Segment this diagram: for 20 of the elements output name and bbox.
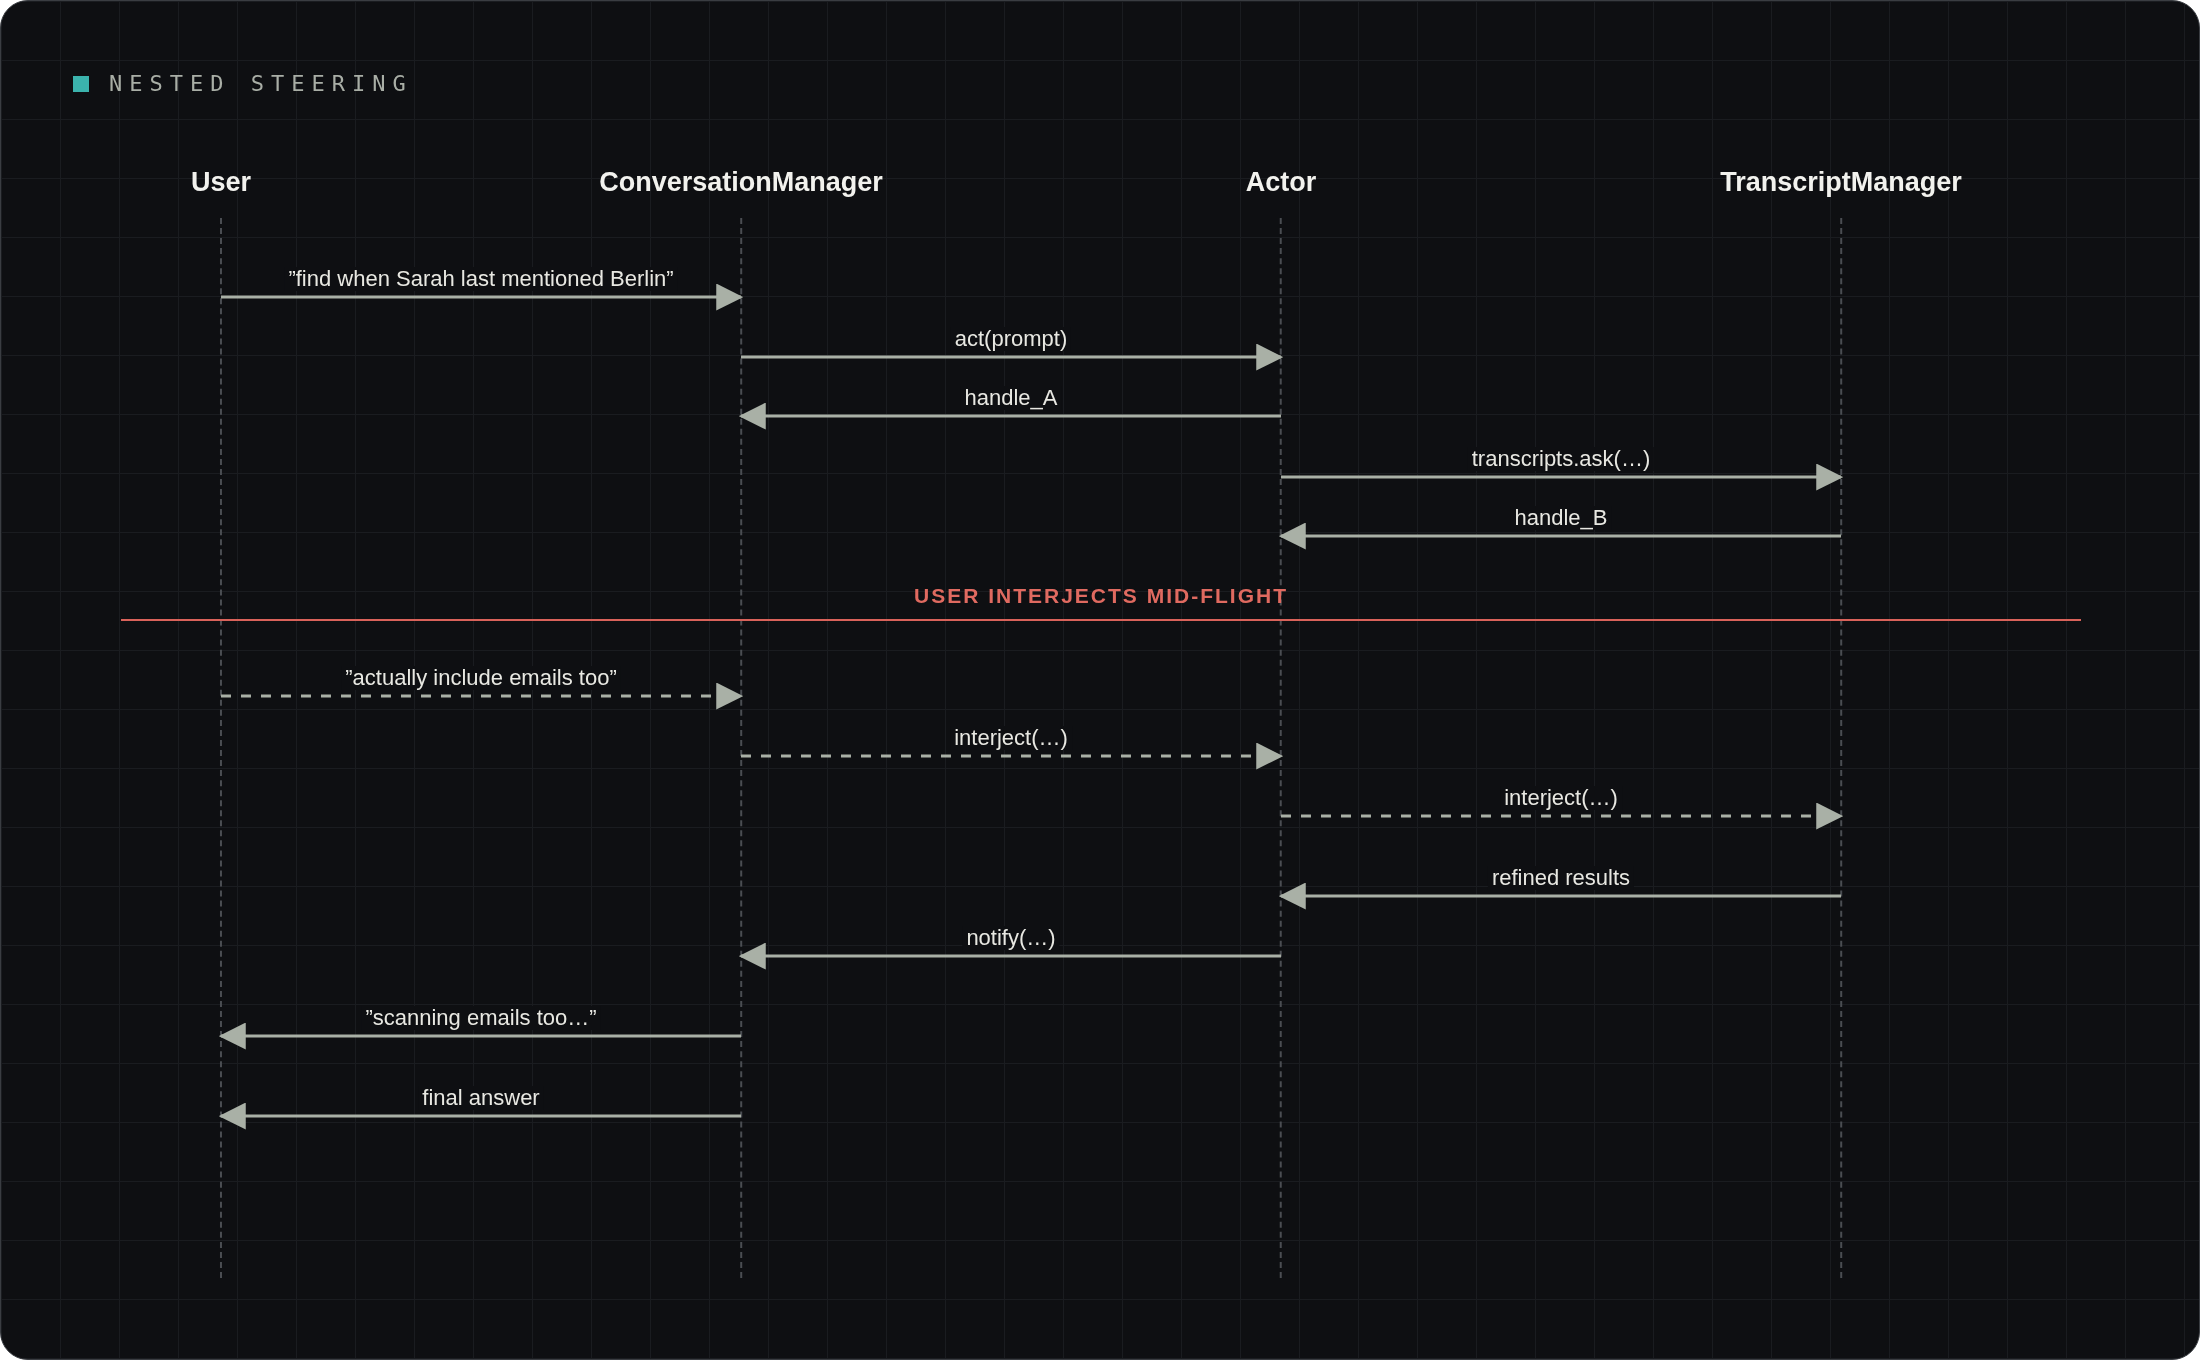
message-arrow	[738, 402, 1281, 430]
message-arrow	[221, 283, 744, 311]
message-arrow	[1278, 882, 1841, 910]
diagram-title: NESTED STEERING	[109, 71, 413, 96]
message-arrow	[741, 343, 1284, 371]
participant-label: ConversationManager	[599, 166, 883, 199]
message-arrow	[1278, 522, 1841, 550]
message-arrow	[1281, 463, 1844, 491]
message-label: refined results	[1487, 866, 1635, 890]
message-arrow	[221, 682, 744, 710]
participant-label: User	[191, 166, 251, 199]
message-label: notify(…)	[962, 926, 1060, 950]
message-arrow	[738, 942, 1281, 970]
section-label: USER INTERJECTS MID-FLIGHT	[914, 584, 1288, 608]
message-arrow	[1281, 802, 1844, 830]
message-arrow	[218, 1022, 741, 1050]
participant-label: Actor	[1245, 166, 1317, 199]
participant-label: TranscriptManager	[1720, 166, 1962, 199]
message-arrow	[741, 742, 1284, 770]
message-arrow	[218, 1102, 741, 1130]
